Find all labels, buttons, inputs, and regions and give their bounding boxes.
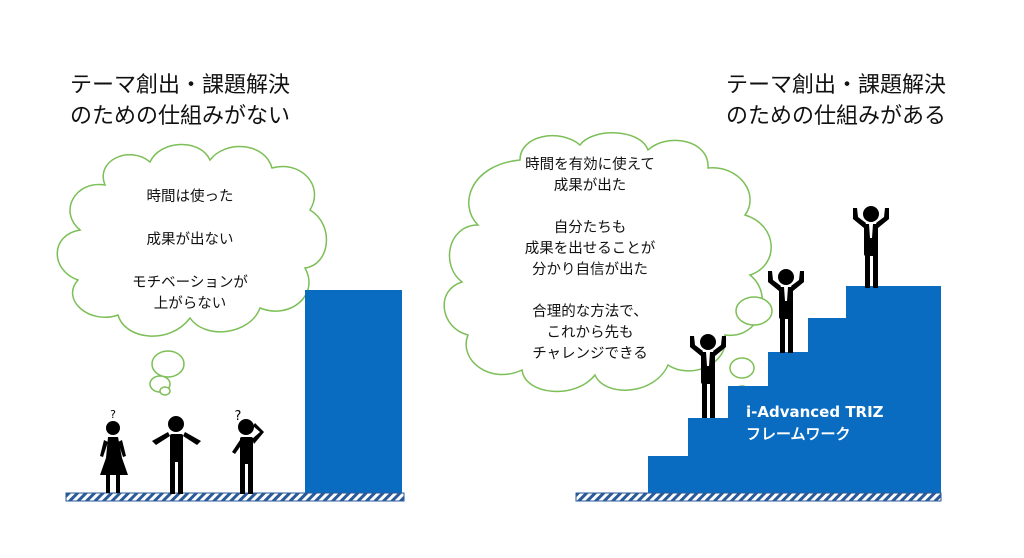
right-thought-cloud bbox=[443, 132, 773, 399]
right-ground bbox=[575, 492, 942, 502]
right-bubble-text: 時間を有効に使えて 成果が出た 自分たちも 成果を出せることが 分かり自信が出た… bbox=[505, 155, 675, 386]
right-bubble-line: これから先も bbox=[546, 325, 634, 341]
right-bubble-line: 時間を有効に使えて bbox=[525, 157, 655, 173]
right-bubble-line-group: 時間を有効に使えて 成果が出た bbox=[505, 155, 675, 197]
staircase bbox=[648, 286, 941, 495]
left-bubble-line: 時間は使った bbox=[146, 189, 234, 205]
stairs-label-line-1: i-Advanced TRIZ bbox=[746, 403, 884, 421]
person-celebrating-low bbox=[690, 334, 726, 418]
person-celebrating-mid bbox=[768, 269, 804, 353]
right-bubble-line: 自分たちも bbox=[553, 220, 627, 236]
left-bubble-line: 上がらない bbox=[153, 296, 227, 312]
right-title: テーマ創出・課題解決 のための仕組みがある bbox=[726, 70, 946, 132]
person-shrugging bbox=[152, 416, 201, 494]
left-bubble-line-group: 時間は使った bbox=[90, 187, 290, 208]
stairs-label-line-2: フレームワーク bbox=[746, 425, 851, 443]
left-title-line-2: のための仕組みがない bbox=[70, 104, 291, 129]
left-wall-block bbox=[305, 290, 402, 495]
left-thought-cloud bbox=[56, 143, 327, 396]
left-bubble-line-group: 成果が出ない bbox=[90, 230, 290, 251]
left-ground bbox=[65, 492, 405, 502]
left-bubble-line: モチベーションが bbox=[132, 275, 248, 291]
left-bubble-text: 時間は使った 成果が出ない モチベーションが 上がらない bbox=[90, 187, 290, 337]
right-bubble-line: 合理的な方法で、 bbox=[532, 304, 648, 320]
right-bubble-line: 分かり自信が出た bbox=[532, 262, 648, 278]
question-mark-thinker: ? bbox=[235, 409, 242, 424]
right-bubble-line: 成果を出せることが bbox=[524, 241, 656, 257]
left-title: テーマ創出・課題解決 のための仕組みがない bbox=[70, 70, 290, 132]
right-bubble-line-group: 自分たちも 成果を出せることが 分かり自信が出た bbox=[505, 218, 675, 281]
right-bubble-line: チャレンジできる bbox=[532, 346, 648, 362]
left-title-line-1: テーマ創出・課題解決 bbox=[70, 73, 291, 98]
person-woman-confused bbox=[100, 421, 128, 493]
right-title-line-1: テーマ創出・課題解決 bbox=[726, 73, 947, 98]
right-bubble-line: 成果が出た bbox=[553, 178, 627, 194]
left-bubble-line: 成果が出ない bbox=[146, 232, 234, 248]
right-title-line-2: のための仕組みがある bbox=[726, 104, 947, 129]
question-mark-woman: ? bbox=[110, 408, 116, 421]
person-thinking bbox=[232, 419, 264, 494]
stairs-label: i-Advanced TRIZ フレームワーク bbox=[746, 401, 884, 445]
person-celebrating-top bbox=[853, 206, 889, 288]
left-bubble-line-group: モチベーションが 上がらない bbox=[90, 273, 290, 315]
right-bubble-line-group: 合理的な方法で、 これから先も チャレンジできる bbox=[505, 302, 675, 365]
